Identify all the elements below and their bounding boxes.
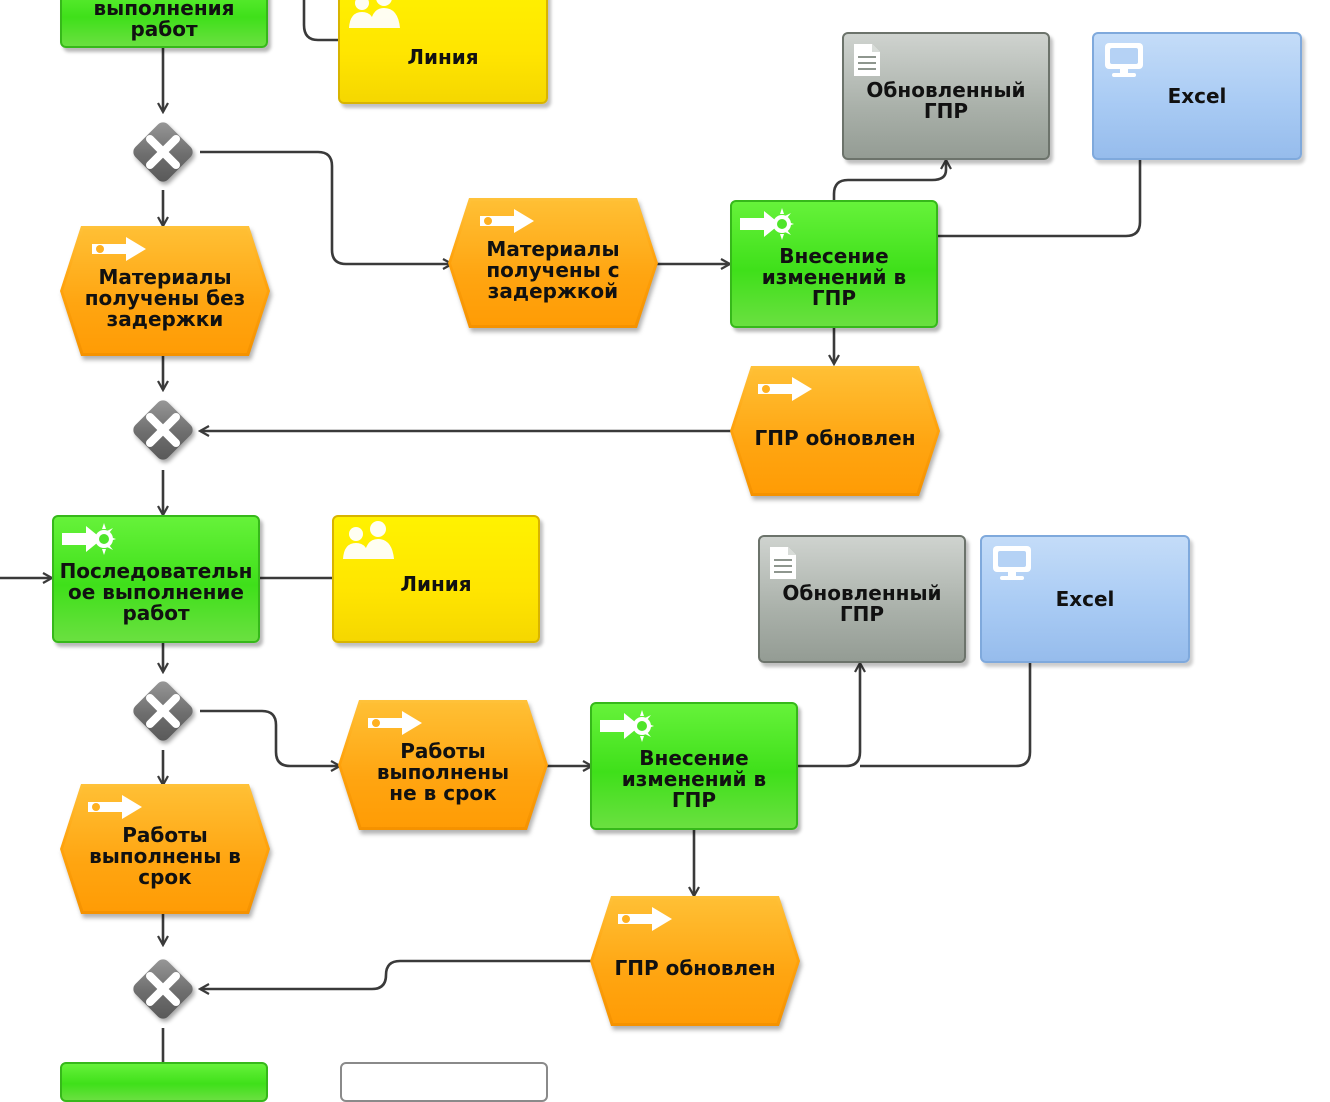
event-arrow-icon [88,795,142,819]
xor-operator[interactable] [128,954,198,1024]
event-arrow-icon [368,711,422,735]
function-node[interactable]: Последовательн ое выполнение работ [52,515,260,643]
org-unit-node[interactable]: Линия [338,0,548,104]
node-label: Последовательн ое выполнение работ [59,558,253,625]
connector [860,663,1032,768]
connector [936,160,1142,238]
xor-cross-icon [146,694,180,728]
node-label: Материалы получены без задержки [84,264,246,331]
people-icon [343,521,394,559]
event-node[interactable]: ГПР обновлен [730,366,940,496]
event-node[interactable]: Материалы получены с задержкой [448,198,658,328]
function-arrow-icon [600,710,654,742]
xor-cross-icon [146,413,180,447]
node-label: Обновленный ГПР [782,581,942,626]
node-label: Материалы получены с задержкой [486,236,620,303]
connectors-layer [0,0,1142,1065]
connector [200,959,594,989]
event-arrow-icon [480,209,534,233]
epc-diagram-canvas: выполнения работ Линия Обновленный ГПР E… [0,0,1330,1065]
node-label: Внесение изменений в ГПР [621,745,767,812]
monitor-icon [993,546,1031,580]
function-node[interactable] [60,1062,268,1102]
node-label: ГПР обновлен [614,955,776,980]
document-icon [854,44,880,76]
application-system-node[interactable]: Excel [1092,32,1302,160]
document-node[interactable]: Обновленный ГПР [842,32,1050,160]
connector [832,160,946,200]
function-node[interactable]: выполнения работ [60,0,268,48]
function-node[interactable]: Внесение изменений в ГПР [730,200,938,328]
xor-operator[interactable] [128,117,198,187]
event-node[interactable]: ГПР обновлен [590,896,800,1026]
node-label: Внесение изменений в ГПР [761,243,907,310]
node-label: Обновленный ГПР [866,78,1026,123]
document-icon [770,547,796,579]
event-arrow-icon [758,377,812,401]
event-arrow-icon [618,907,672,931]
connector [302,0,340,42]
monitor-icon [1105,43,1143,77]
function-arrow-icon [62,523,116,555]
node-label: Работы выполнены не в срок [376,738,510,805]
node-label: ГПР обновлен [754,425,916,450]
node-label: Работы выполнены в срок [89,822,241,889]
function-arrow-icon [740,208,794,240]
document-node[interactable]: Обновленный ГПР [758,535,966,663]
node-label: Excel [1167,83,1227,108]
connector [797,663,860,768]
xor-cross-icon [146,135,180,169]
event-arrow-icon [92,237,146,261]
org-unit-node[interactable]: Линия [332,515,540,643]
people-icon [349,0,400,28]
xor-operator[interactable] [128,395,198,465]
node-label: Линия [400,571,472,596]
xor-operator[interactable] [128,676,198,746]
xor-cross-icon [146,972,180,1006]
function-node[interactable]: Внесение изменений в ГПР [590,702,798,830]
event-node[interactable]: Работы выполнены в срок [60,784,270,914]
connector [200,150,452,264]
node-label: Линия [407,44,479,69]
node-label: выполнения работ [93,0,235,41]
connector [200,709,340,766]
application-system-node[interactable]: Excel [980,535,1190,663]
node-label: Excel [1055,586,1115,611]
event-node[interactable]: Работы выполнены не в срок [338,700,548,830]
event-node[interactable]: Материалы получены без задержки [60,226,270,356]
document-node[interactable] [340,1062,548,1102]
